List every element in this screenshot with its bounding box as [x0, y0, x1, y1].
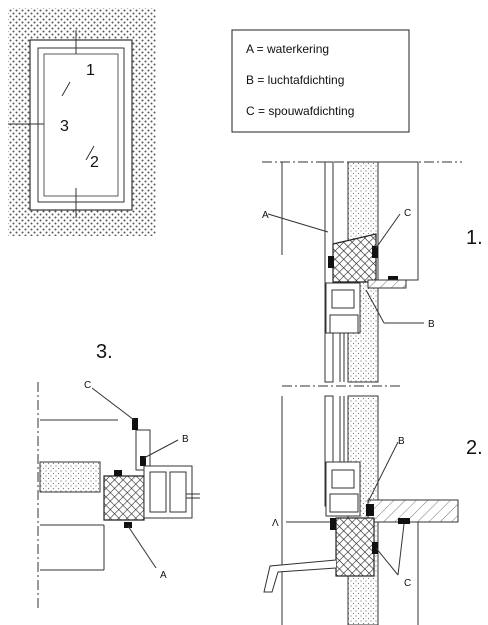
leader-b [365, 289, 385, 324]
seal-c [372, 246, 378, 258]
seal-c2 [114, 470, 122, 476]
detail-2-number: 2. [466, 437, 483, 459]
profile-chamber [331, 469, 355, 489]
seal-c2 [388, 276, 398, 281]
callout-b: B [428, 319, 435, 330]
inner-leaf [377, 161, 419, 281]
callout-a: Λ [272, 518, 279, 529]
hatch-mark [85, 145, 95, 161]
legend-box [231, 29, 410, 133]
jamb-wood [103, 475, 145, 521]
thumbnail-label-3: 3 [60, 118, 69, 135]
callout-c: C [404, 208, 411, 219]
detail-2-section: B Λ C 2. [263, 395, 483, 625]
detail-3-number: 3. [96, 341, 113, 363]
leader-c [397, 523, 405, 576]
window-elevation-thumbnail: 1 3 2 [8, 8, 156, 236]
leader-c [91, 387, 135, 421]
thumbnail-label-2: 2 [90, 154, 99, 171]
hatch-mark [61, 81, 71, 97]
leader-b [143, 439, 179, 459]
seal-b [140, 456, 146, 466]
profile-chamber [149, 471, 167, 513]
profile-chamber [329, 314, 359, 334]
seal-c [132, 418, 138, 430]
profile-chamber [169, 471, 187, 513]
outer-sill-flashing [263, 559, 337, 593]
seal-a [330, 518, 336, 530]
detail-3-section: 3. C B A [37, 341, 200, 610]
sill-wood [335, 517, 375, 577]
leader-a [127, 525, 157, 569]
callout-a: A [262, 210, 269, 221]
insulation-layer [39, 461, 101, 493]
callout-b: B [398, 436, 405, 447]
thumbnail-label-1: 1 [86, 62, 95, 79]
window-sill [367, 499, 459, 523]
legend: A = waterkering B = luchtafdichting C = … [231, 29, 410, 133]
leader-b [367, 441, 399, 503]
seal-a [124, 522, 132, 528]
legend-item-b: B = luchtafdichting [246, 73, 344, 87]
legend-item-a: A = waterkering [246, 42, 329, 56]
profile-chamber [331, 289, 355, 309]
leader-c [375, 213, 401, 249]
leader-c [375, 547, 399, 576]
callout-c: C [404, 578, 411, 589]
window-glass [43, 53, 119, 197]
detail-1-number: 1. [466, 227, 483, 249]
leader-a [267, 213, 329, 233]
callout-c: C [84, 380, 91, 391]
detail-1-section: A C B 1. [262, 161, 483, 383]
lintel-wood [332, 233, 377, 283]
seal-c [372, 542, 378, 554]
cavity-line [324, 161, 334, 383]
seal-c2 [398, 518, 410, 524]
callout-a: A [160, 570, 167, 581]
legend-item-c: C = spouwafdichting [246, 104, 354, 118]
seal-b [366, 504, 374, 516]
callout-b: B [182, 434, 189, 445]
sill-board [367, 279, 407, 289]
profile-chamber [329, 493, 359, 513]
seal-a [328, 256, 334, 268]
